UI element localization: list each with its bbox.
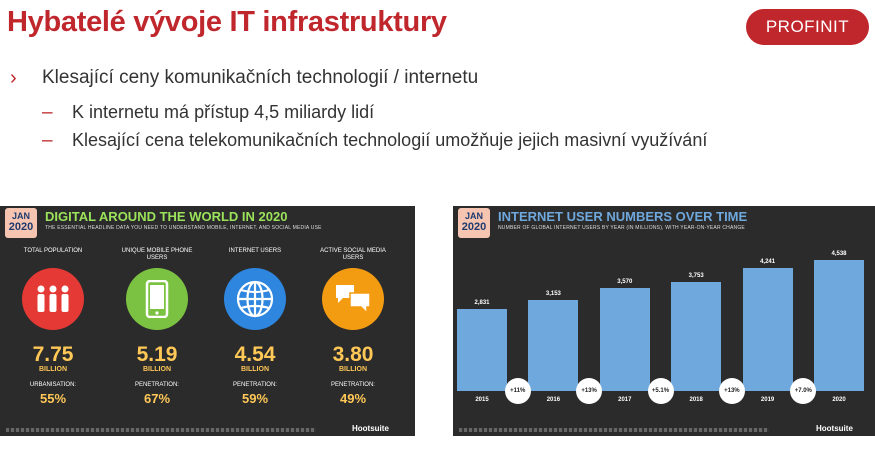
stat-label: INTERNET USERS — [228, 248, 282, 254]
bar-value-label: 3,753 — [688, 273, 704, 280]
stat-percent: 55% — [39, 391, 67, 406]
stat-percent: 67% — [143, 391, 171, 406]
yoy-change-badge: +13% — [718, 378, 745, 404]
source-footnote — [6, 428, 316, 432]
chat-icon — [322, 268, 384, 330]
stat-unit: BILLION — [39, 366, 67, 373]
stat-unit: BILLION — [339, 366, 367, 373]
bar-value-label: 2,831 — [474, 300, 490, 307]
yoy-change-badge: +13% — [576, 378, 603, 404]
stat-value: 7.75 — [32, 343, 74, 366]
chart-bar — [742, 268, 793, 391]
bullet-marker: › — [10, 67, 17, 89]
sub-bullet-2: Klesající cena telekomunikačních technol… — [72, 130, 708, 150]
people-icon — [22, 268, 84, 330]
year-tick-label: 2016 — [546, 397, 561, 403]
internet-users-chart-slide: JAN 2020 INTERNET USER NUMBERS OVER TIME… — [453, 206, 875, 436]
stat-percent: 59% — [241, 391, 269, 406]
stat-value: 4.54 — [234, 343, 276, 366]
stat-label: ACTIVE SOCIAL MEDIA USERS — [320, 248, 386, 261]
slide-subtitle: NUMBER OF GLOBAL INTERNET USERS BY YEAR … — [498, 225, 745, 231]
stat-sub-label: PENETRATION: — [135, 382, 179, 388]
date-month: JAN — [11, 211, 30, 221]
stat-mobile-users: UNIQUE MOBILE PHONE USERS 5.19 BILLION P… — [117, 248, 197, 406]
chart-bar — [457, 309, 507, 391]
stat-social-media-users: ACTIVE SOCIAL MEDIA USERS 3.80 BILLION P… — [313, 248, 393, 406]
year-tick-label: 2019 — [760, 397, 775, 403]
year-tick-label: 2017 — [618, 397, 632, 403]
stat-unit: BILLION — [241, 366, 269, 373]
source-footnote — [459, 428, 769, 432]
slide-subtitle: THE ESSENTIAL HEADLINE DATA YOU NEED TO … — [45, 225, 322, 231]
stat-value: 5.19 — [136, 343, 178, 366]
hootsuite-logo: Hootsuite — [816, 424, 853, 433]
stat-value: 3.80 — [332, 343, 374, 366]
yoy-change-badge: +5.1% — [647, 378, 674, 404]
slide-title: DIGITAL AROUND THE WORLD IN 2020 — [45, 209, 288, 224]
date-year: 2020 — [8, 221, 34, 233]
date-month: JAN — [464, 211, 483, 221]
yoy-change-badge: +7.0% — [790, 378, 817, 404]
year-tick-label: 2018 — [689, 397, 703, 403]
chart-bar — [599, 287, 650, 391]
sub-bullet-marker: – — [42, 130, 53, 151]
yoy-change-badge: +11% — [504, 378, 531, 404]
stat-sub-label: PENETRATION: — [331, 382, 375, 388]
date-year: 2020 — [461, 221, 487, 233]
page-title: Hybatelé vývoje IT infrastruktury — [7, 6, 447, 38]
digital-around-world-slide: JAN 2020 DIGITAL AROUND THE WORLD IN 202… — [0, 206, 415, 436]
profinit-logo: PROFINIT — [746, 9, 869, 45]
globe-icon — [224, 268, 286, 330]
slide-title: INTERNET USER NUMBERS OVER TIME — [498, 209, 748, 224]
bar-value-label: 4,241 — [760, 259, 776, 266]
date-badge: JAN 2020 — [5, 208, 37, 238]
hootsuite-logo: Hootsuite — [352, 424, 389, 433]
bar-value-label: 3,153 — [545, 290, 561, 297]
bar-value-label: 4,538 — [831, 250, 847, 257]
stat-unit: BILLION — [143, 366, 171, 373]
stat-label: TOTAL POPULATION — [23, 248, 83, 254]
stat-total-population: TOTAL POPULATION 7.75 BILLION URBANISATI… — [13, 248, 93, 406]
bullet-main: Klesající ceny komunikačních technologií… — [42, 67, 479, 88]
stat-label: UNIQUE MOBILE PHONE USERS — [121, 248, 193, 261]
stat-sub-label: URBANISATION: — [29, 382, 77, 388]
chart-bar — [528, 299, 579, 391]
chart-bar — [814, 259, 864, 391]
sub-bullet-marker: – — [42, 102, 53, 123]
year-tick-label: 2015 — [475, 397, 489, 403]
phone-icon — [126, 268, 188, 330]
stat-internet-users: INTERNET USERS 4.54 BILLION PENETRATION:… — [215, 248, 295, 406]
sub-bullet-1: K internetu má přístup 4,5 miliardy lidí — [72, 102, 375, 122]
stat-sub-label: PENETRATION: — [233, 382, 277, 388]
bar-value-label: 3,570 — [617, 278, 633, 285]
stat-percent: 49% — [339, 391, 367, 406]
date-badge: JAN 2020 — [458, 208, 490, 238]
chart-bar — [671, 282, 722, 391]
year-tick-label: 2020 — [832, 397, 846, 403]
